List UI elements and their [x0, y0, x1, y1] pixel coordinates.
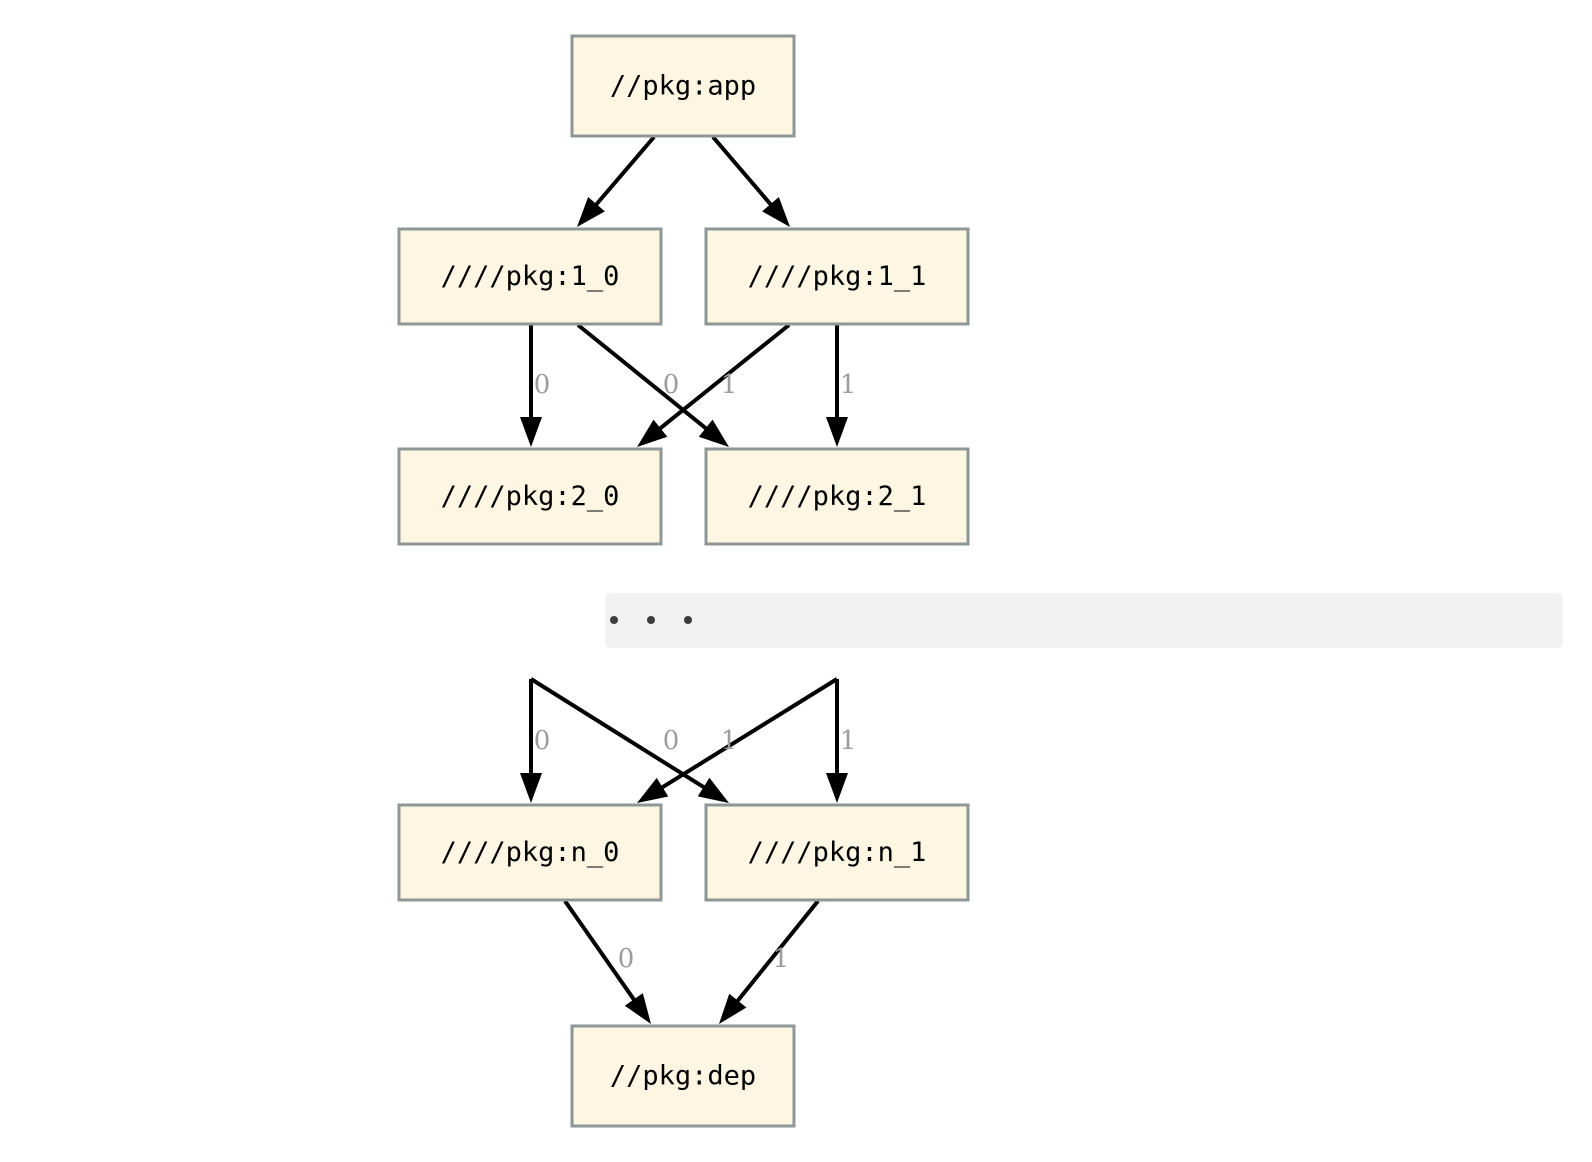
- edge-arrowhead: [637, 419, 668, 447]
- edge-arrowhead: [826, 417, 848, 447]
- node-label: ////pkg:n_0: [441, 837, 620, 868]
- graph-node-n_0[interactable]: ////pkg:n_0: [397, 803, 663, 902]
- edge-arrowhead: [520, 773, 542, 803]
- graph-edge: [637, 677, 839, 803]
- edge-arrowhead: [697, 777, 729, 803]
- edge-label: 1: [773, 944, 790, 974]
- edge-label: 0: [534, 726, 551, 756]
- node-label: ////pkg:2_0: [441, 481, 620, 512]
- graph-edge: [520, 325, 542, 447]
- edge-label: 1: [721, 370, 738, 400]
- node-box[interactable]: [397, 803, 663, 902]
- edge-label: 1: [721, 726, 738, 756]
- ellipsis-dot: [684, 616, 692, 624]
- edge-arrowhead: [826, 773, 848, 803]
- graph-node-1_1[interactable]: ////pkg:1_1: [704, 227, 970, 326]
- edge-arrowhead: [698, 419, 729, 447]
- node-box[interactable]: [704, 227, 970, 326]
- node-label: ////pkg:n_1: [748, 837, 927, 868]
- edge-arrowhead: [520, 417, 542, 447]
- node-box[interactable]: [704, 803, 970, 902]
- nodes-layer: //pkg:app ////pkg:1_0 ////pkg:1_1 ////pkg:2…: [397, 34, 970, 1128]
- edge-arrowhead: [762, 197, 790, 227]
- node-label: ////pkg:1_1: [748, 261, 927, 292]
- graph-node-n_1[interactable]: ////pkg:n_1: [704, 803, 970, 902]
- edge-arrowhead: [719, 993, 747, 1024]
- graph-edge: [563, 899, 651, 1024]
- graph-edge: [711, 135, 790, 227]
- node-box[interactable]: [397, 447, 663, 546]
- edge-label: 0: [534, 370, 551, 400]
- ellipsis-dot: [610, 616, 618, 624]
- edge-labels-layer: 0 0 1 1 0 0 1 1 0 1: [534, 370, 857, 974]
- elision-separator-bar: [605, 593, 1563, 648]
- ellipsis-dot: [647, 616, 655, 624]
- node-box[interactable]: [570, 34, 796, 138]
- node-label: ////pkg:2_1: [748, 481, 927, 512]
- graph-edge: [577, 135, 656, 227]
- node-box[interactable]: [570, 1024, 796, 1128]
- graph-edge: [826, 679, 848, 803]
- node-label: //pkg:app: [610, 71, 756, 102]
- graph-edge: [520, 679, 542, 803]
- node-label: //pkg:dep: [610, 1061, 756, 1092]
- node-label: ////pkg:1_0: [441, 261, 620, 292]
- edge-arrowhead: [577, 197, 605, 227]
- graph-edge: [826, 325, 848, 447]
- graph-edge: [576, 323, 729, 447]
- graph-edge: [719, 899, 820, 1024]
- node-box[interactable]: [704, 447, 970, 546]
- elision-separator-layer: [605, 593, 1563, 648]
- edge-label: 1: [840, 370, 857, 400]
- graph-node-app[interactable]: //pkg:app: [570, 34, 796, 138]
- edge-arrowhead: [624, 993, 651, 1024]
- edge-label: 1: [840, 726, 857, 756]
- graph-node-1_0[interactable]: ////pkg:1_0: [397, 227, 663, 326]
- graph-node-2_1[interactable]: ////pkg:2_1: [704, 447, 970, 546]
- graph-node-2_0[interactable]: ////pkg:2_0: [397, 447, 663, 546]
- graph-edge: [529, 677, 729, 803]
- edge-arrowhead: [637, 777, 669, 803]
- edges-layer: [520, 135, 848, 1024]
- node-box[interactable]: [397, 227, 663, 326]
- graph-node-dep[interactable]: //pkg:dep: [570, 1024, 796, 1128]
- graph-edge: [637, 323, 791, 447]
- edge-label: 0: [663, 726, 680, 756]
- edge-label: 0: [618, 944, 635, 974]
- edge-label: 0: [663, 370, 680, 400]
